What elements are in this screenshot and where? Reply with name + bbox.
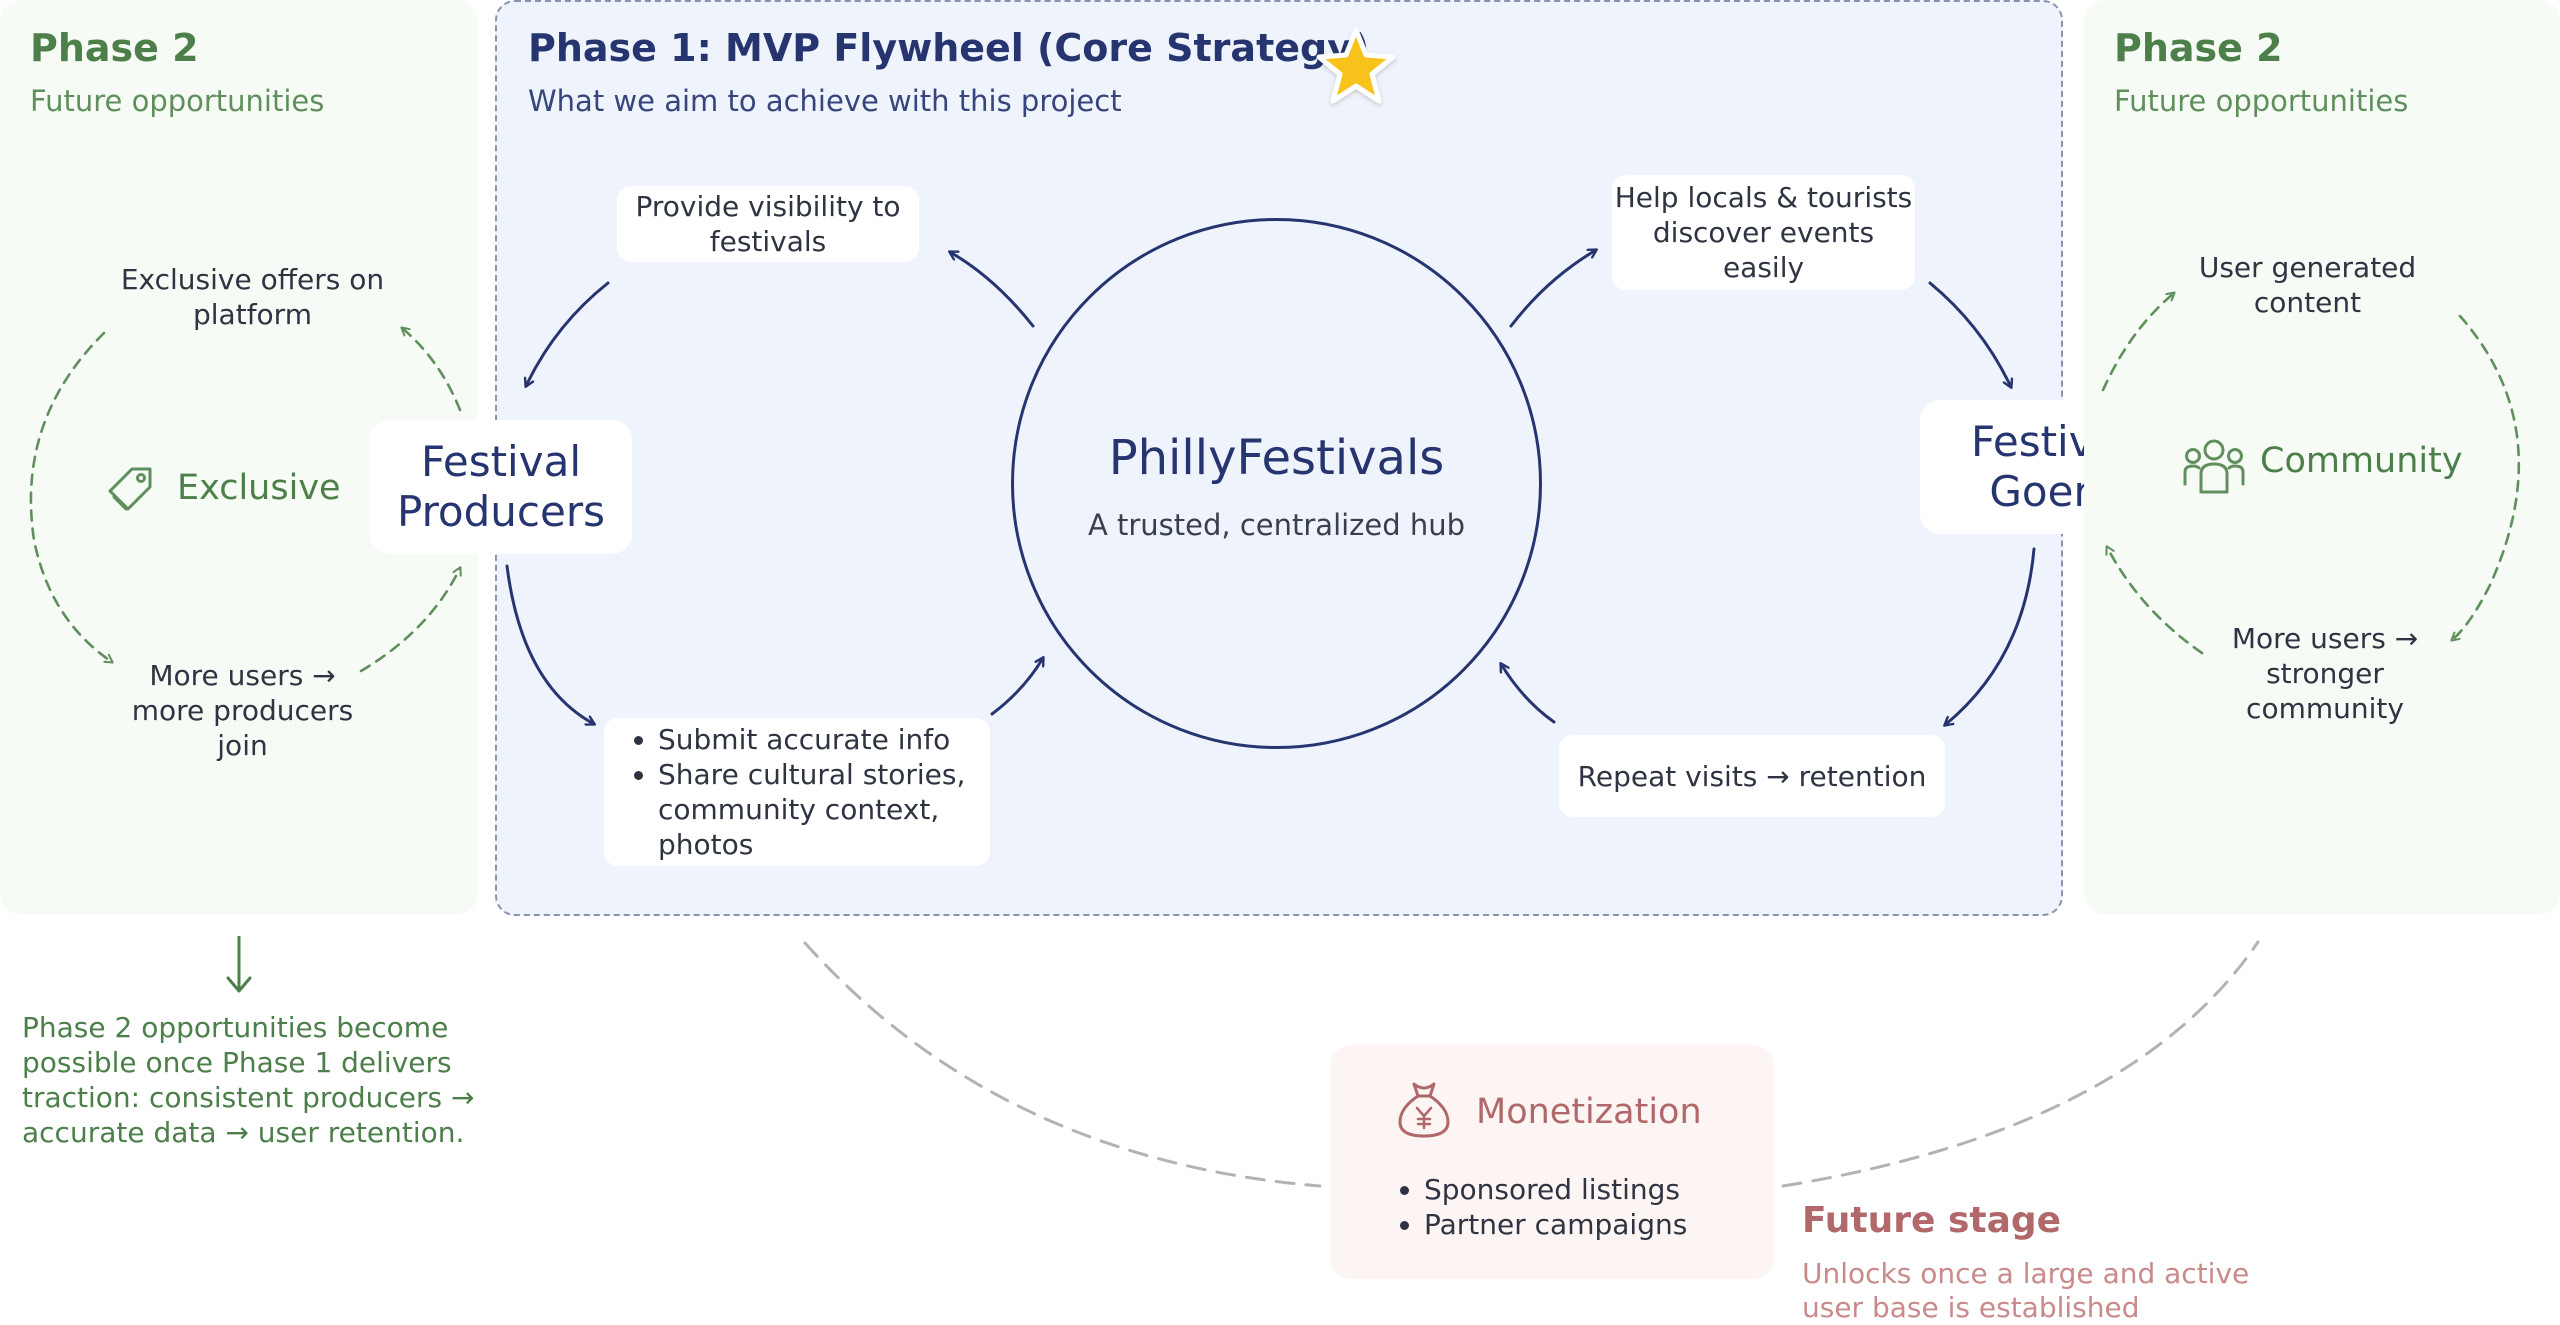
repeat-visits-card: Repeat visits → retention: [1559, 735, 1945, 817]
arrow-exclusive-loop-up: [359, 568, 460, 673]
money-bag-icon: [1394, 1078, 1454, 1140]
exclusive-offers-note: Exclusive offers on platform: [120, 263, 385, 331]
monetization-list: Sponsored listings Partner campaigns: [1346, 1172, 1746, 1242]
monetization-item: Sponsored listings: [1424, 1172, 1746, 1207]
star-icon: [1313, 24, 1399, 110]
arrow-community-down: [2452, 314, 2521, 640]
left-panel-title: Phase 2: [30, 26, 199, 70]
arrow-exclusive-loop-down: [29, 331, 112, 662]
submit-item: Share cultural stories, community contex…: [658, 757, 990, 862]
submit-item: Submit accurate info: [658, 722, 990, 757]
right-panel-title: Phase 2: [2114, 26, 2283, 70]
arrow-repeat-to-hub: [1501, 664, 1556, 724]
exclusive-label: Exclusive: [177, 468, 341, 508]
submit-info-card: Submit accurate info Share cultural stor…: [604, 718, 990, 866]
monetization-panel: [1330, 1045, 1774, 1279]
arrow-visibility-to-producers: [526, 281, 610, 386]
stronger-community-note: More users → stronger community: [2231, 622, 2419, 725]
arrow-community-up: [2101, 293, 2174, 392]
community-icon: [2181, 434, 2247, 496]
arrow-goers-to-repeat: [1945, 547, 2036, 725]
phase1-subtitle: What we aim to achieve with this project: [528, 84, 1122, 118]
future-stage-title: Future stage: [1802, 1200, 2062, 1241]
arrow-hub-to-discover: [1509, 250, 1596, 328]
hub-title: PhillyFestivals: [1108, 430, 1445, 486]
visibility-card: Provide visibility to festivals: [617, 186, 919, 262]
arrow-producers-to-submit: [505, 564, 594, 724]
phase2-traction-note: Phase 2 opportunities become possible on…: [22, 1011, 475, 1149]
community-label: Community: [2260, 441, 2463, 481]
user-generated-content-note: User generated content: [2198, 251, 2417, 319]
dashed-link-left: [803, 941, 1322, 1188]
arrow-hub-to-visibility: [950, 252, 1035, 328]
left-panel-subtitle: Future opportunities: [30, 84, 325, 118]
arrow-discover-to-goers: [1928, 281, 2011, 387]
tag-icon: [104, 463, 158, 517]
hub-subtitle: A trusted, centralized hub: [1087, 508, 1466, 542]
monetization-item: Partner campaigns: [1424, 1207, 1746, 1242]
down-arrow-icon: [222, 934, 256, 996]
dashed-link-right: [1781, 940, 2260, 1188]
hub-circle: [1011, 218, 1542, 749]
right-phase2-panel: [2084, 0, 2560, 915]
discover-card: Help locals & tourists discover events e…: [1612, 175, 1915, 290]
arrow-submit-to-hub: [990, 658, 1043, 716]
more-producers-note: More users → more producers join: [131, 659, 354, 762]
future-stage-subtitle: Unlocks once a large and active user bas…: [1802, 1257, 2250, 1324]
phase1-title: Phase 1: MVP Flywheel (Core Strategy): [528, 26, 1370, 70]
monetization-title: Monetization: [1476, 1092, 1702, 1132]
arrow-exclusive-offers: [402, 328, 462, 412]
arrow-stronger-to-community: [2107, 547, 2204, 655]
right-panel-subtitle: Future opportunities: [2114, 84, 2409, 118]
festival-producers-node: Festival Producers: [370, 420, 632, 554]
